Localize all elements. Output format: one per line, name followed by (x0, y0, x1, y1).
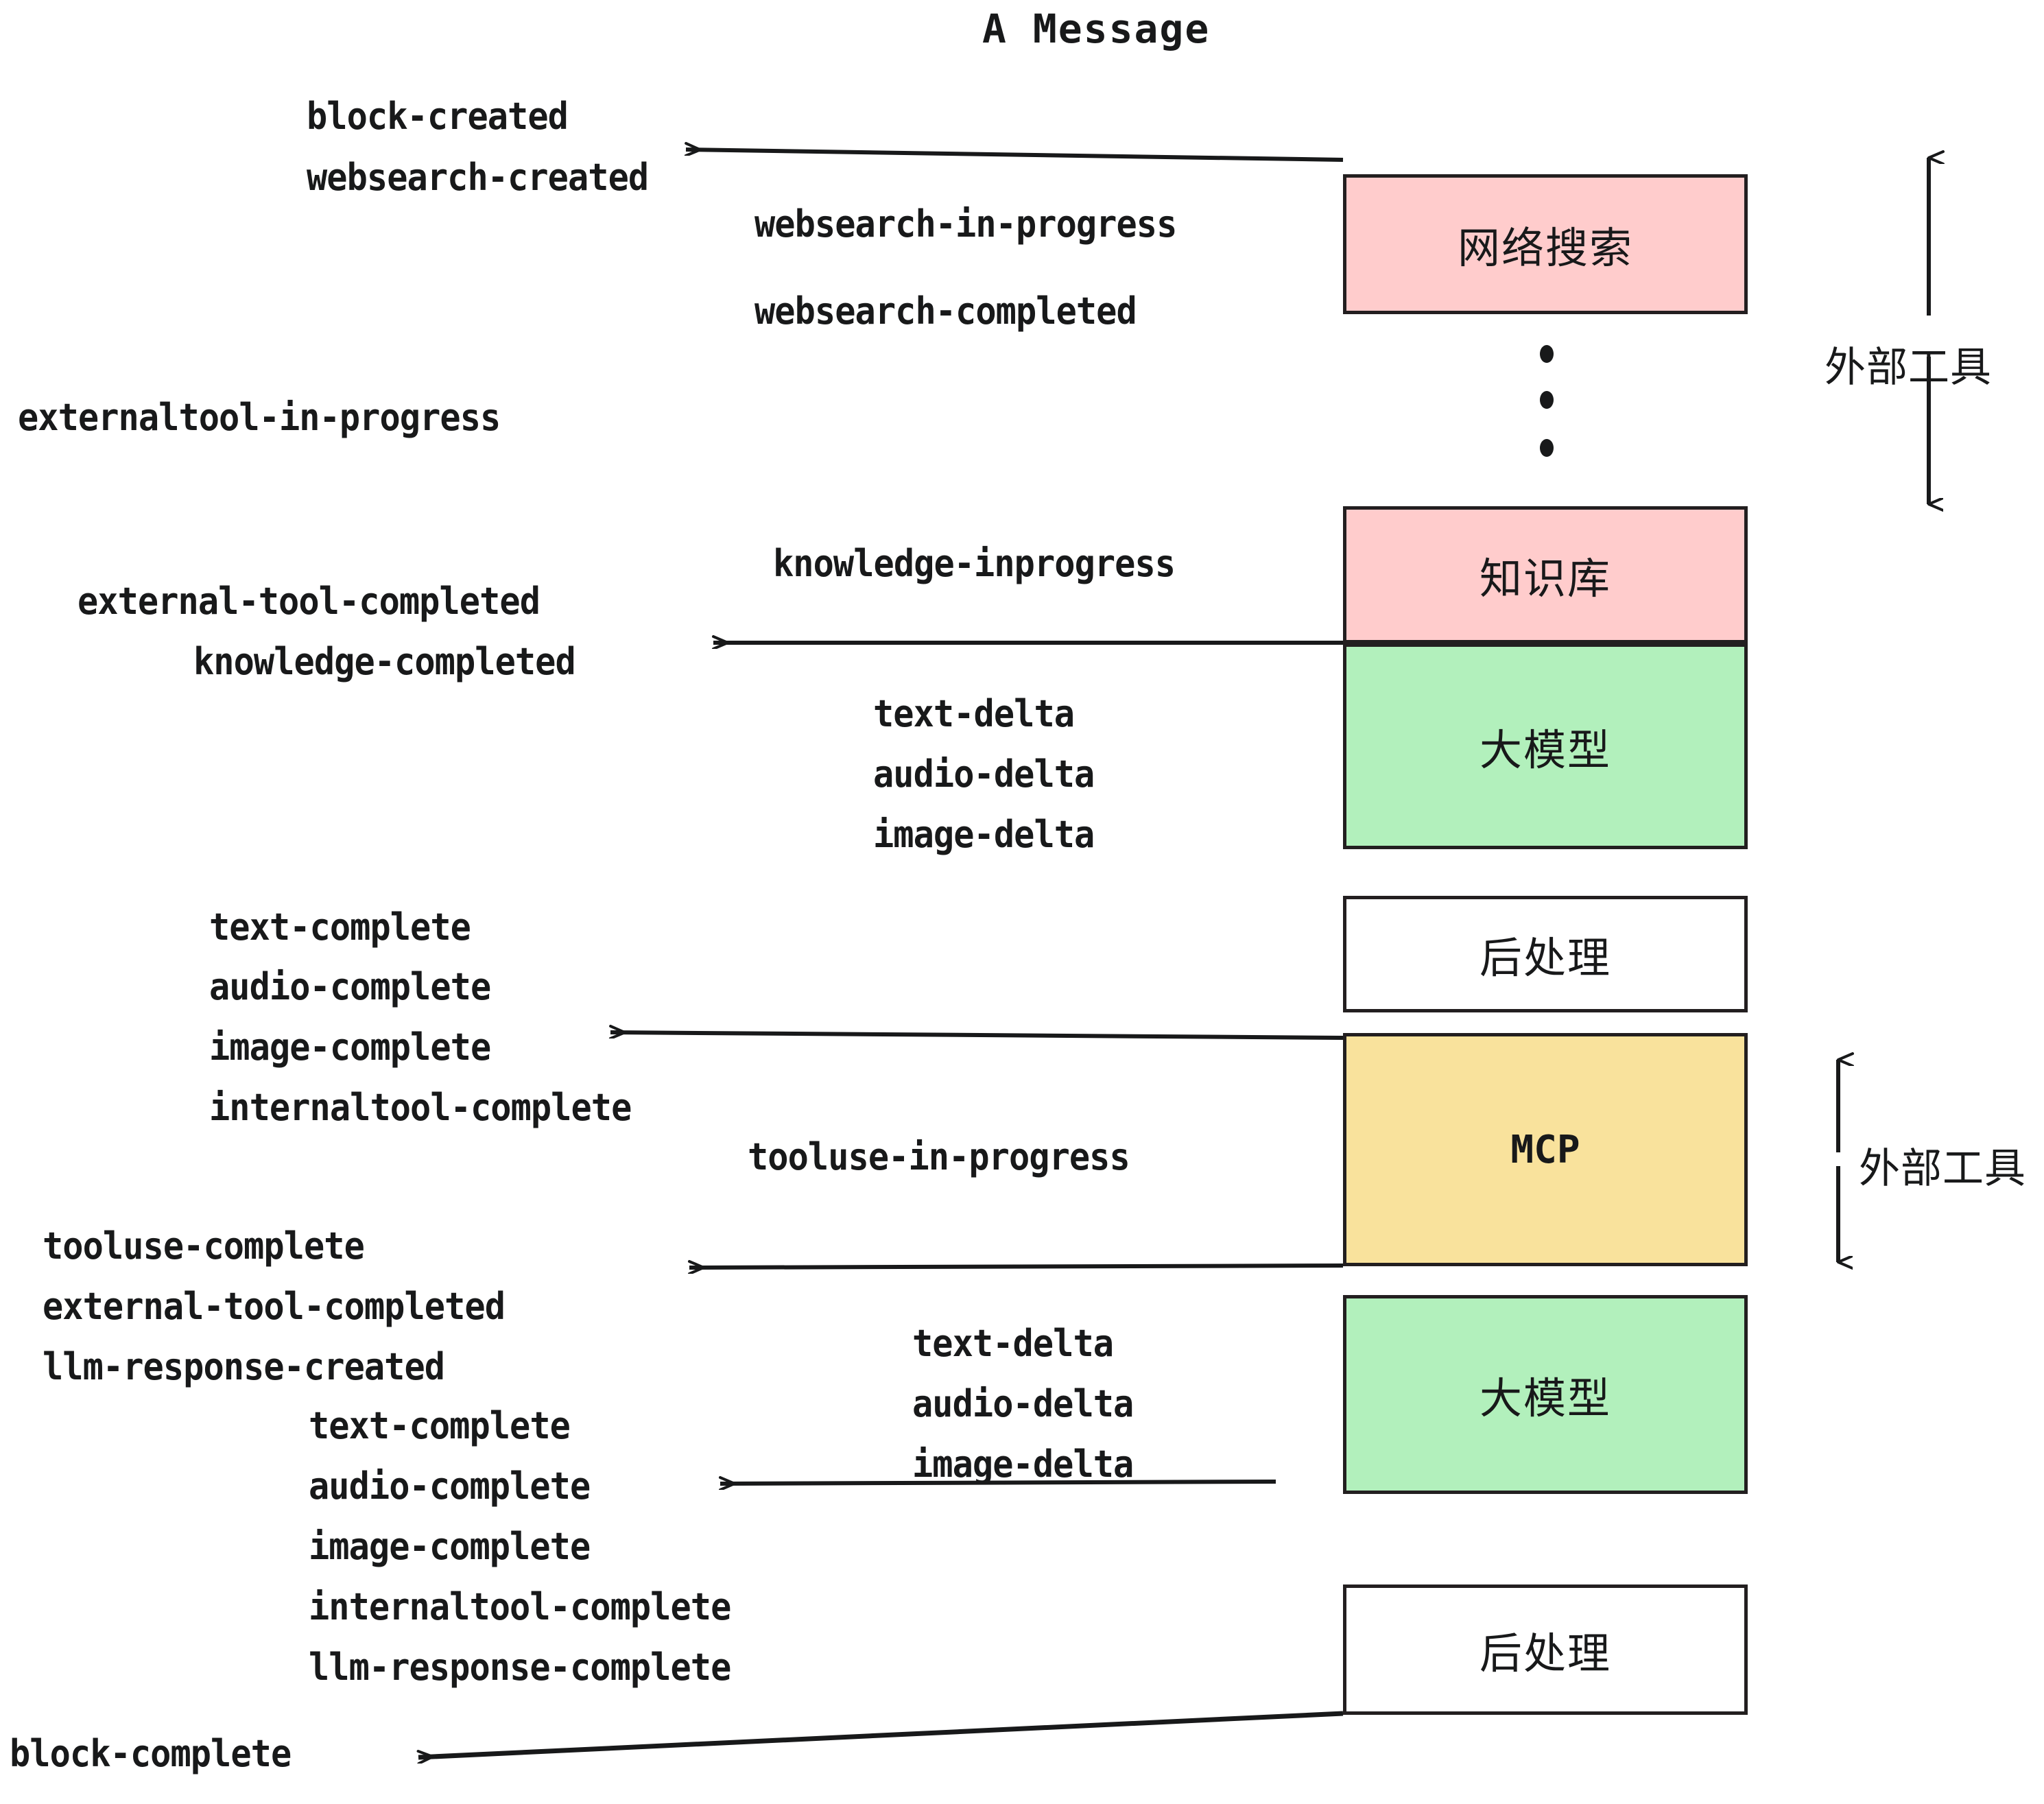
node-websearch-label: 网络搜索 (1457, 223, 1633, 273)
diagram-title: A Message (982, 5, 1211, 52)
event-websearch-completed: websearch-completed (754, 289, 1137, 333)
node-websearch[interactable]: 网络搜索 (1343, 174, 1748, 314)
node-llm-1[interactable]: 大模型 (1343, 643, 1748, 849)
side-label-external-tools-top: 外部工具 (1825, 344, 1992, 392)
event-block-created: block-created (307, 95, 569, 138)
event-tooluse-complete: tooluse-complete (43, 1224, 365, 1268)
event-text-delta-1: text-delta (873, 692, 1075, 735)
event-websearch-in-progress: websearch-in-progress (754, 202, 1177, 246)
event-internaltool-complete-2: internaltool-complete (309, 1585, 731, 1628)
event-text-complete-1: text-complete (209, 905, 471, 949)
event-image-delta-1: image-delta (873, 813, 1095, 856)
node-mcp[interactable]: MCP (1343, 1033, 1748, 1266)
event-knowledge-completed: knowledge-completed (193, 640, 576, 683)
event-audio-complete-2: audio-complete (309, 1464, 591, 1508)
event-external-tool-completed-1: external-tool-completed (78, 580, 540, 623)
node-mcp-label: MCP (1510, 1127, 1580, 1172)
node-knowledgebase-label: 知识库 (1479, 554, 1611, 604)
arrow-block-complete (418, 1711, 1344, 1757)
event-audio-delta-1: audio-delta (873, 752, 1095, 796)
vertical-ellipsis-dot-2 (1540, 391, 1554, 409)
arrow-websearch-to-created (686, 150, 1344, 162)
arrow-image-complete (610, 1032, 1344, 1040)
side-label-external-tools-bottom: 外部工具 (1859, 1145, 2026, 1193)
event-text-complete-2: text-complete (309, 1404, 571, 1447)
arrow-llm2-audio-complete (720, 1482, 1276, 1484)
event-websearch-created: websearch-created (307, 156, 649, 199)
event-internaltool-complete-1: internaltool-complete (209, 1086, 632, 1129)
event-external-tool-completed-2: external-tool-completed (43, 1285, 506, 1328)
event-knowledge-inprogress: knowledge-inprogress (773, 542, 1176, 585)
node-llm-2-label: 大模型 (1479, 1373, 1611, 1423)
node-postprocess-2-label: 后处理 (1479, 1628, 1611, 1678)
vertical-ellipsis-dot-3 (1540, 439, 1554, 457)
event-tooluse-in-progress: tooluse-in-progress (748, 1135, 1130, 1178)
event-externaltool-in-progress: externaltool-in-progress (18, 396, 501, 439)
event-llm-response-complete: llm-response-complete (309, 1646, 731, 1689)
event-audio-complete-1: audio-complete (209, 965, 491, 1008)
event-image-complete-2: image-complete (309, 1525, 591, 1568)
node-llm-2[interactable]: 大模型 (1343, 1295, 1748, 1494)
node-llm-1-label: 大模型 (1479, 725, 1611, 775)
event-image-delta-2: image-delta (912, 1443, 1134, 1486)
event-block-complete: block-complete (10, 1732, 292, 1775)
node-postprocess-1-label: 后处理 (1479, 933, 1611, 983)
event-audio-delta-2: audio-delta (912, 1382, 1134, 1425)
event-text-delta-2: text-delta (912, 1322, 1114, 1365)
node-knowledgebase[interactable]: 知识库 (1343, 506, 1748, 643)
node-postprocess-2[interactable]: 后处理 (1343, 1585, 1748, 1715)
arrow-tooluse-complete (689, 1266, 1344, 1268)
event-llm-response-created: llm-response-created (43, 1345, 445, 1388)
vertical-ellipsis-dot-1 (1540, 345, 1554, 363)
event-image-complete-1: image-complete (209, 1025, 491, 1069)
node-postprocess-1[interactable]: 后处理 (1343, 896, 1748, 1012)
